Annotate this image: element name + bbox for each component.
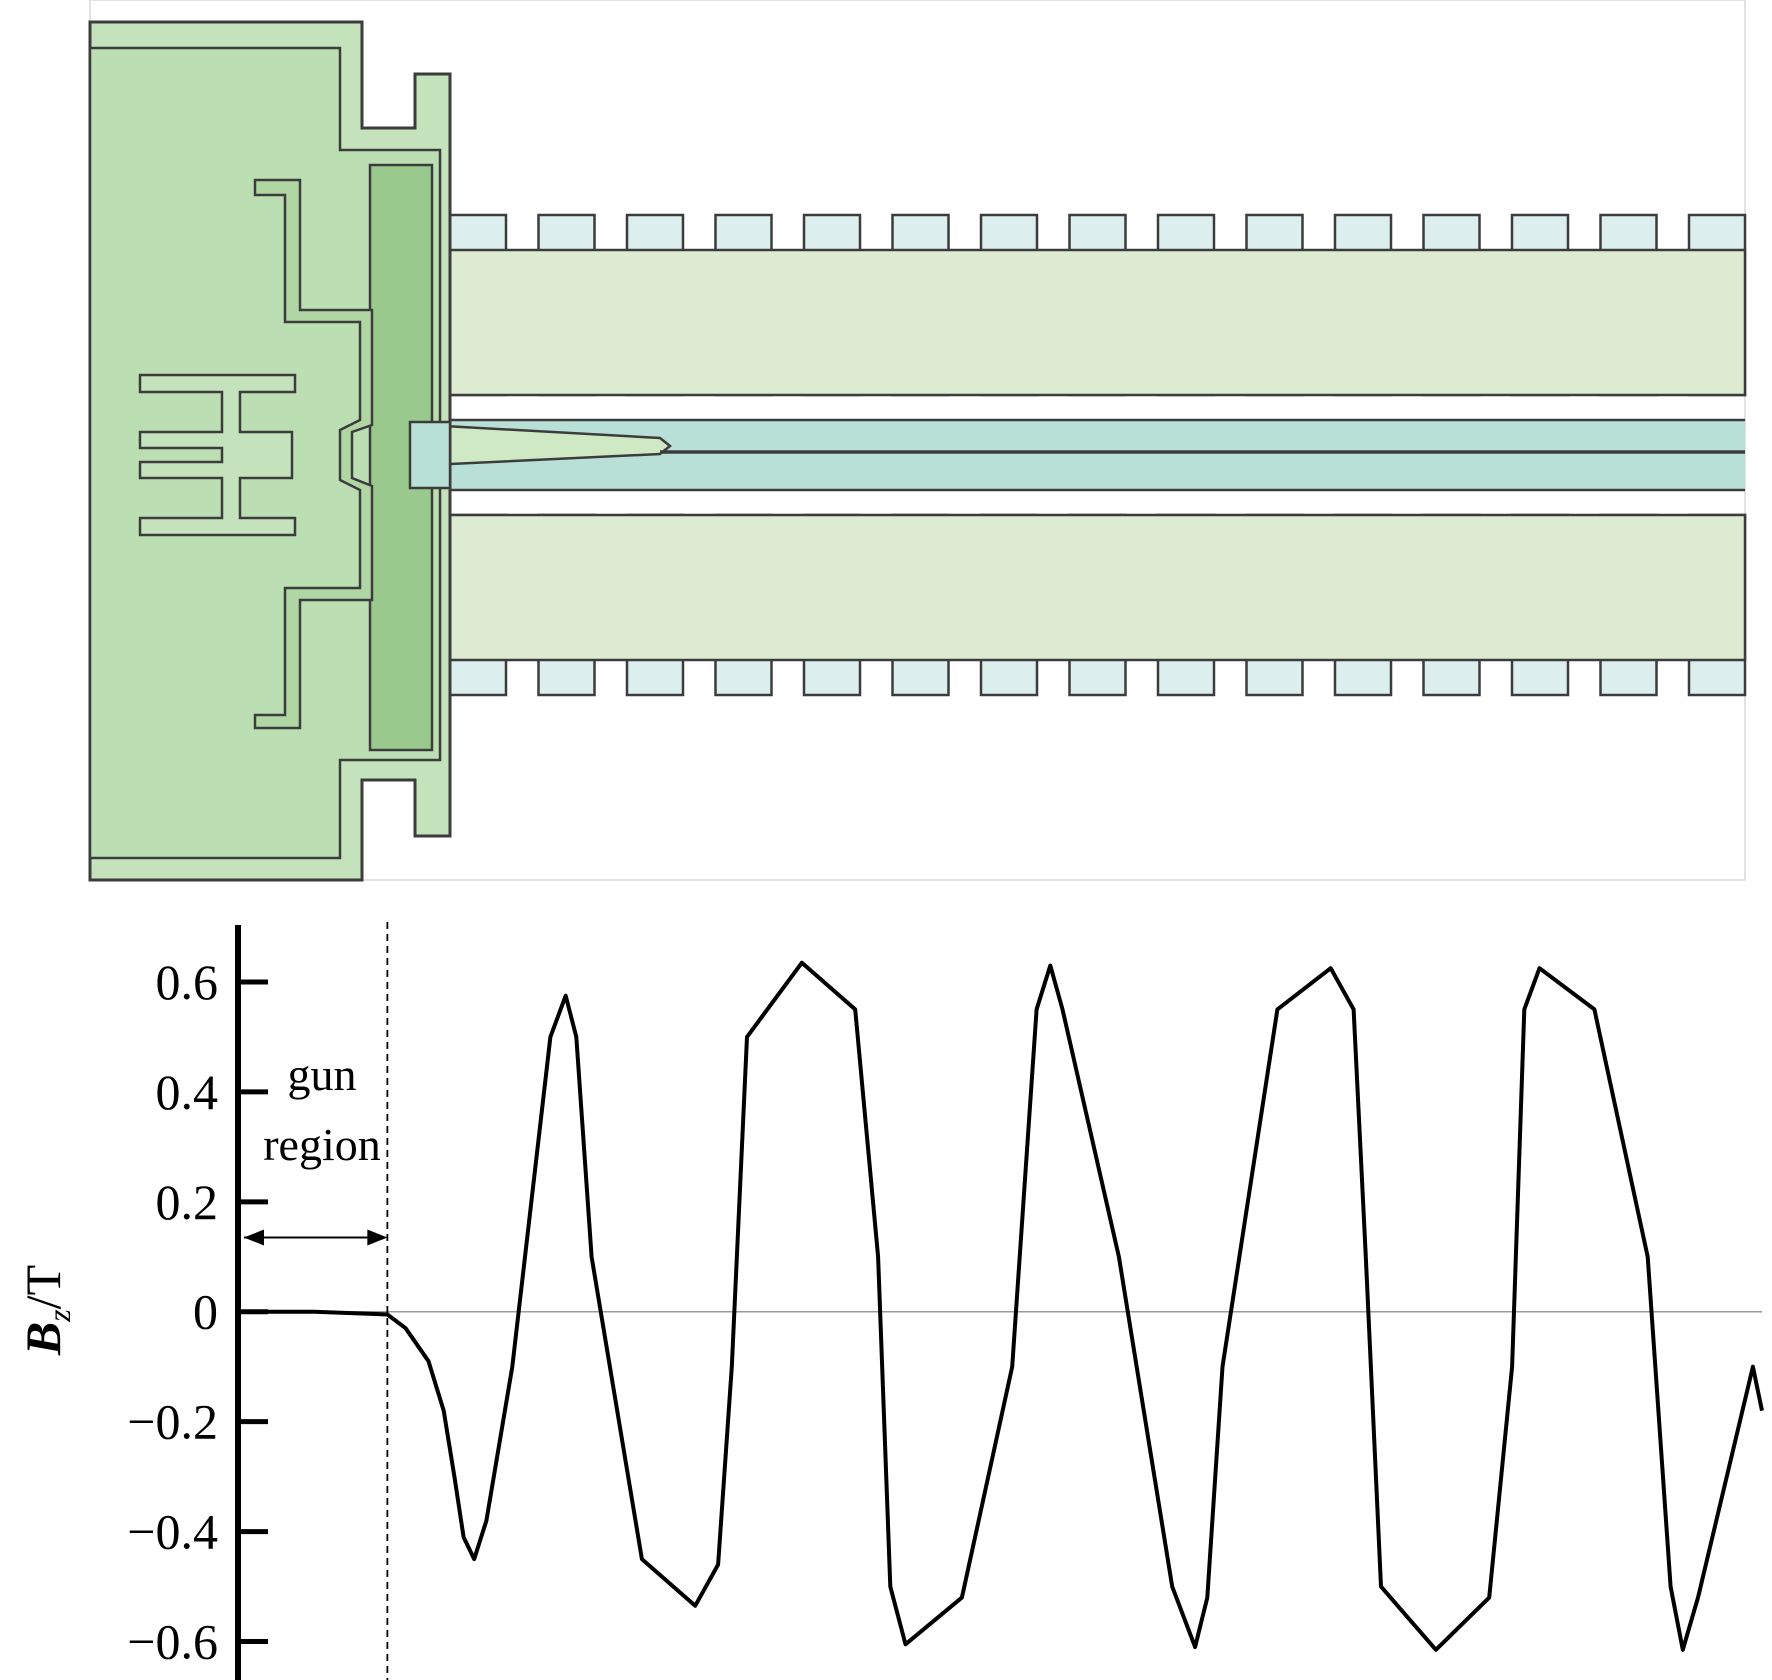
y-axis-label-sub: z [41,1309,77,1323]
focus-electrode [253,178,374,730]
gun-region-arrow-head-left [244,1229,264,1246]
svg-text:Bz/T: Bz/T [15,1265,77,1356]
y-tick-label: 0.2 [156,1174,219,1230]
y-ticks: 0.6 0.4 0.2 0 −0.2 −0.4 −0.6 [127,954,268,1670]
gun-region-label-line2: region [263,1119,381,1170]
tunnel-entrance [408,420,452,490]
bz-curve [238,960,1764,1652]
y-axis-label-main: B [15,1322,71,1356]
bz-chart: 0.6 0.4 0.2 0 −0.2 −0.4 −0.6 gun region Bz/T [15,922,1764,1680]
y-tick-label: −0.4 [127,1504,218,1560]
y-tick-label: 0 [193,1284,218,1340]
gun-region-label-line1: gun [288,1049,357,1100]
y-tick-label: 0.4 [156,1064,219,1120]
y-tick-label: −0.6 [127,1614,218,1670]
y-tick-label: −0.2 [127,1394,218,1450]
gun-schematic [88,0,1747,882]
drift-tube-body-top [448,248,1747,397]
y-axis-label-unit: /T [15,1265,71,1309]
drift-tube-body-bottom [448,513,1747,662]
gun-region-arrow-head-right [367,1229,388,1246]
y-axis-label: Bz/T [15,1265,77,1356]
cathode-structure [138,373,297,537]
y-tick-label: 0.6 [156,954,219,1010]
